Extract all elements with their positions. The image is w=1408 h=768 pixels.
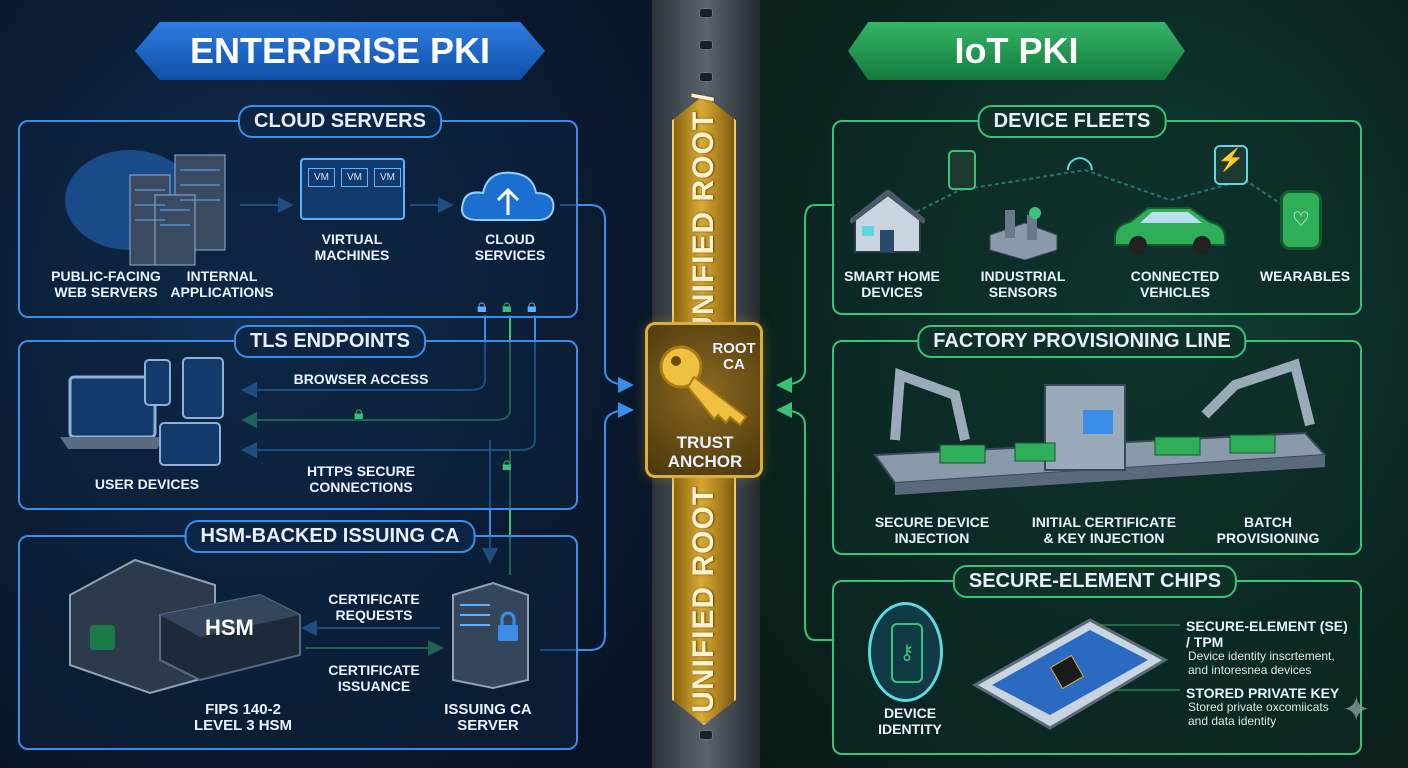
lock-icon: 🔒︎ [502, 296, 512, 316]
smart-lock-icon [948, 150, 976, 190]
issuing-ca-server-icon [448, 580, 533, 695]
device-fleets-heading: DEVICE FLEETS [977, 105, 1167, 138]
stored-private-key-title: STORED PRIVATE KEY [1186, 685, 1340, 701]
provisioning-assembly-line-icon [855, 355, 1355, 510]
iot-pki-title: IoT PKI [848, 22, 1185, 80]
server-rack-cloud-icon [60, 140, 240, 275]
user-devices-label: USER DEVICES [94, 476, 200, 492]
wearables-label: WEARABLES [1259, 268, 1351, 284]
cloud-upload-icon [458, 165, 558, 230]
unified-root-text-bottom: UNIFIED ROOT / [687, 467, 720, 713]
certificate-issuance-label: CERTIFICATE ISSUANCE [328, 662, 420, 694]
issuing-ca-server-label: ISSUING CA SERVER [444, 701, 532, 734]
vm-box: VM [341, 168, 368, 187]
hsm-issuing-ca-heading: HSM-BACKED ISSUING CA [184, 520, 476, 553]
root-ca-label: ROOT CA [712, 340, 756, 373]
smartphone-chip-icon [970, 610, 1170, 745]
browser-access-label: BROWSER ACCESS [293, 371, 429, 387]
wifi-icon: ◠ [1065, 149, 1095, 187]
secure-element-title: SECURE-ELEMENT (SE) / TPM [1186, 618, 1348, 650]
smart-home-icon [848, 188, 927, 260]
connected-vehicle-icon [1110, 200, 1230, 260]
secure-element-description: Device identity inscrtement, and intores… [1188, 649, 1335, 677]
vm-box: VM [374, 168, 401, 187]
lock-icon: 🔒︎ [527, 296, 537, 316]
sparkle-icon: ✦ [1342, 691, 1371, 729]
secure-element-heading: SECURE-ELEMENT CHIPS [952, 565, 1238, 598]
industrial-sensor-icon [985, 205, 1060, 265]
internal-applications-label: INTERNAL APPLICATIONS [170, 268, 274, 300]
user-devices-icon [60, 355, 235, 475]
certificate-requests-label: CERTIFICATE REQUESTS [328, 591, 420, 623]
hsm-vault-icon: HSM [65, 555, 305, 700]
tls-endpoints-heading: TLS ENDPOINTS [233, 325, 427, 358]
vm-box: VM [308, 168, 335, 187]
secure-device-injection-label: SECURE DEVICE INJECTION [874, 514, 990, 546]
connected-vehicles-label: CONNECTED VEHICLES [1130, 268, 1220, 300]
smart-home-label: SMART HOME DEVICES [844, 268, 940, 300]
industrial-sensors-label: INDUSTRIAL SENSORS [980, 268, 1066, 300]
batch-provisioning-label: BATCH PROVISIONING [1216, 514, 1320, 546]
lock-icon: 🔒︎ [477, 296, 487, 316]
virtual-machines-label: VIRTUAL MACHINES [314, 231, 390, 263]
fips-hsm-label: FIPS 140-2 LEVEL 3 HSM [193, 701, 293, 734]
virtual-machines-icon: VM VM VM [300, 158, 405, 220]
device-identity-icon: ⚷ [868, 602, 943, 702]
public-web-servers-label: PUBLIC-FACING WEB SERVERS [51, 268, 161, 300]
cloud-servers-heading: CLOUD SERVERS [238, 105, 442, 138]
https-connections-label: HTTPS SECURE CONNECTIONS [306, 463, 416, 495]
device-identity-label: DEVICE IDENTITY [878, 705, 942, 737]
cloud-services-label: CLOUD SERVICES [474, 231, 546, 263]
stored-private-key-description: Stored private oxcomiicats and data iden… [1188, 700, 1329, 728]
initial-certificate-label: INITIAL CERTIFICATE & KEY INJECTION [1031, 514, 1177, 546]
smartwatch-icon: ♡ [1280, 190, 1322, 250]
golden-key-icon [659, 345, 748, 427]
hsm-text: HSM [205, 615, 254, 640]
trust-anchor-label: TRUST ANCHOR [667, 433, 743, 471]
lock-icon: 🔒︎ [354, 403, 364, 423]
root-ca-trust-anchor: ROOT CA TRUST ANCHOR [645, 322, 763, 478]
enterprise-pki-title: ENTERPRISE PKI [135, 22, 545, 80]
lock-icon: 🔒︎ [502, 454, 512, 474]
unified-root-text-top: UNIFIED ROOT / [687, 92, 720, 338]
battery-device-icon: ⚡ [1214, 145, 1248, 185]
factory-provisioning-heading: FACTORY PROVISIONING LINE [917, 325, 1247, 358]
